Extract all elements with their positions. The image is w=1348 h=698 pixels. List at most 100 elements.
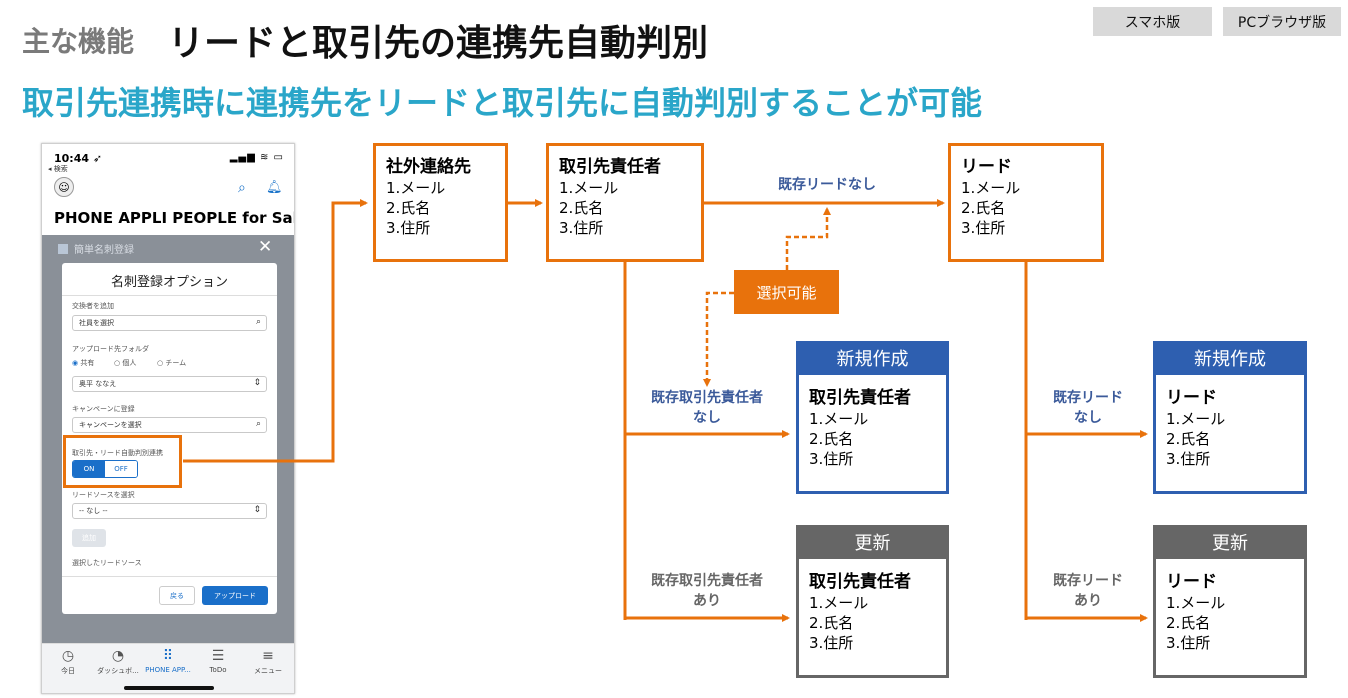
- box-line: 2.氏名: [1166, 614, 1211, 632]
- box-line: 2.氏名: [961, 199, 1006, 217]
- lead-source-label: リードソースを選択: [72, 491, 135, 499]
- bottom-tab-bar: ◷ 今日 ◔ ダッシュボ... ⠿PHONE APP... ☰ ToDo ≡ メニュー: [42, 643, 294, 693]
- tab-label: メニュー: [254, 667, 282, 675]
- close-icon[interactable]: ✕: [258, 237, 273, 257]
- phone-screenshot: 10:44 ➶ ◂ 検索 ▂▄▆ ≋ ▭ ☺ ⌕ 🔔︎ PHONE APPLI …: [41, 143, 295, 694]
- quick-register-header: 簡単名刺登録: [58, 241, 134, 256]
- select-arrows-icon: ⇕: [253, 378, 261, 388]
- bell-icon[interactable]: 🔔︎: [266, 180, 283, 195]
- grid-icon: ⠿: [162, 648, 174, 664]
- new-contact-header: 新規作成: [796, 341, 949, 375]
- box-title: 社外連絡先: [386, 157, 471, 177]
- box-line: 2.氏名: [809, 614, 854, 632]
- lead-box: リード 1.メール 2.氏名 3.住所: [948, 143, 1104, 262]
- divider: [62, 295, 277, 296]
- search-icon[interactable]: ⌕: [238, 180, 246, 196]
- upload-button[interactable]: アップロード: [202, 586, 268, 605]
- search-icon: ⌕: [255, 317, 261, 327]
- box-line: 3.住所: [1166, 450, 1211, 468]
- status-time: 10:44 ➶: [54, 152, 103, 165]
- lead-source-select[interactable]: -- なし -- ⇕: [72, 503, 267, 519]
- box-line: 1.メール: [559, 179, 619, 197]
- folder-label: アップロード先フォルダ: [72, 345, 149, 353]
- box-line: 1.メール: [1166, 594, 1226, 612]
- update-contact-header: 更新: [796, 525, 949, 559]
- menu-icon: ≡: [262, 648, 274, 664]
- campaign-placeholder: キャンペーンを選択: [79, 421, 142, 429]
- auto-detect-toggle[interactable]: ON OFF: [72, 460, 138, 478]
- box-line: 2.氏名: [1166, 430, 1211, 448]
- checklist-icon: ☰: [211, 648, 225, 664]
- app-title: PHONE APPLI PEOPLE for Salesf...: [54, 209, 294, 227]
- box-line: 3.住所: [809, 450, 854, 468]
- select-arrows-icon: ⇕: [253, 505, 261, 515]
- status-icons: ▂▄▆ ≋ ▭: [229, 152, 284, 163]
- box-title: リード: [961, 157, 1012, 177]
- external-contact-box: 社外連絡先 1.メール 2.氏名 3.住所: [373, 143, 508, 262]
- exchanger-label: 交換者を追加: [72, 302, 114, 310]
- box-line: 2.氏名: [809, 430, 854, 448]
- search-icon: ⌕: [255, 419, 261, 429]
- tab-label: ToDo: [209, 666, 227, 674]
- box-title: 取引先責任者: [809, 572, 911, 592]
- tab-label: ダッシュボ...: [97, 667, 139, 675]
- clock-icon: ◷: [61, 648, 75, 664]
- label-existing-lead: 既存リードあり: [1053, 573, 1123, 609]
- back-link[interactable]: ◂ 検索: [48, 165, 68, 173]
- box-title: 取引先責任者: [559, 157, 661, 177]
- update-lead-box: リード 1.メール 2.氏名 3.住所: [1153, 559, 1307, 678]
- title-prefix: 主な機能: [22, 25, 135, 58]
- box-line: 3.住所: [961, 219, 1006, 237]
- box-line: 2.氏名: [386, 199, 431, 217]
- owner-select[interactable]: 奥平 ななえ ⇕: [72, 376, 267, 392]
- exchanger-field[interactable]: 社員を選択 ⌕: [72, 315, 267, 331]
- label-existing-contact: 既存取引先責任者あり: [651, 573, 763, 609]
- new-lead-header: 新規作成: [1153, 341, 1307, 375]
- tab-dashboard[interactable]: ◔ ダッシュボ...: [93, 648, 143, 676]
- tag-pc-browser: PCブラウザ版: [1223, 7, 1341, 36]
- campaign-field[interactable]: キャンペーンを選択 ⌕: [72, 417, 267, 433]
- box-line: 3.住所: [559, 219, 604, 237]
- tab-phone-appli[interactable]: ⠿PHONE APP...: [143, 648, 193, 674]
- card-icon: [58, 243, 68, 254]
- owner-value: 奥平 ななえ: [79, 380, 117, 388]
- selectable-badge: 選択可能: [734, 270, 839, 314]
- box-title: リード: [1166, 572, 1217, 592]
- toggle-off[interactable]: OFF: [105, 461, 137, 477]
- tab-today[interactable]: ◷ 今日: [43, 648, 93, 676]
- back-button[interactable]: 戻る: [159, 586, 195, 605]
- box-line: 3.住所: [1166, 634, 1211, 652]
- tab-todo[interactable]: ☰ ToDo: [193, 648, 243, 674]
- label-no-existing-lead: 既存リードなし: [778, 177, 876, 193]
- box-line: 3.住所: [809, 634, 854, 652]
- box-line: 1.メール: [809, 410, 869, 428]
- lead-source-value: -- なし --: [79, 507, 108, 515]
- box-line: 3.住所: [386, 219, 431, 237]
- options-modal: 名刺登録オプション 交換者を追加 社員を選択 ⌕ アップロード先フォルダ ◉ 共有…: [62, 263, 277, 614]
- page-title: リードと取引先の連携先自動判別: [168, 23, 709, 64]
- radio-team[interactable]: ○ チーム: [157, 359, 187, 367]
- box-title: リード: [1166, 388, 1217, 408]
- tag-smartphone: スマホ版: [1093, 7, 1212, 36]
- tab-menu[interactable]: ≡ メニュー: [243, 648, 293, 676]
- toggle-on[interactable]: ON: [73, 461, 105, 477]
- selected-source-label: 選択したリードソース: [72, 559, 142, 567]
- new-lead-box: リード 1.メール 2.氏名 3.住所: [1153, 375, 1307, 494]
- add-button[interactable]: 追加: [72, 529, 106, 547]
- divider: [62, 576, 277, 577]
- box-line: 2.氏名: [559, 199, 604, 217]
- exchanger-placeholder: 社員を選択: [79, 319, 114, 327]
- update-lead-header: 更新: [1153, 525, 1307, 559]
- modal-title: 名刺登録オプション: [110, 275, 228, 290]
- quick-register-title: 簡単名刺登録: [74, 245, 134, 256]
- radio-shared[interactable]: ◉ 共有: [72, 359, 95, 367]
- toggle-highlight: [63, 435, 182, 488]
- gauge-icon: ◔: [111, 648, 125, 664]
- tab-label: 今日: [61, 667, 75, 675]
- label-no-existing-lead-branch: 既存リードなし: [1053, 390, 1123, 426]
- home-indicator: [124, 686, 214, 690]
- box-line: 1.メール: [809, 594, 869, 612]
- radio-personal[interactable]: ○ 個人: [114, 359, 137, 367]
- box-line: 1.メール: [386, 179, 446, 197]
